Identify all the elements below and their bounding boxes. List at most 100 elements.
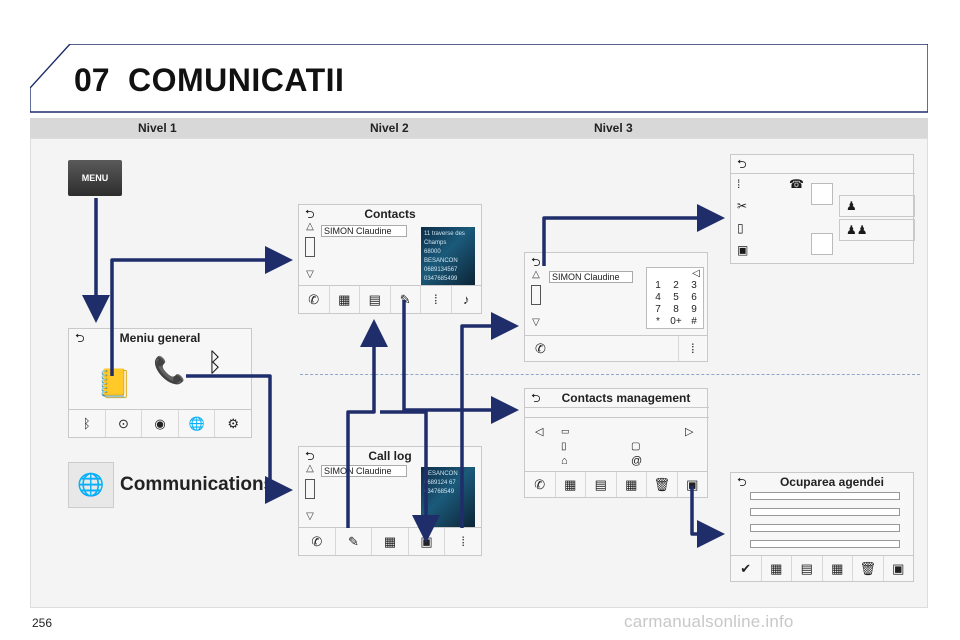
back-icon[interactable]: ⮌ [305, 449, 315, 463]
level-1-label: Nivel 1 [138, 121, 177, 135]
call-icon[interactable]: ✆ [525, 336, 679, 361]
call-log-panel: ⮌ Call log SIMON Claudine △ ▽ BESANCON 0… [298, 446, 482, 556]
email-at-icon: @ [631, 455, 643, 467]
conference-call-icon[interactable]: ♟ [839, 195, 915, 217]
call-icon[interactable]: ✆ [299, 528, 336, 555]
group-call-icon[interactable]: ♟♟ [839, 219, 915, 241]
keypad-icon[interactable]: ⁞ [690, 341, 695, 356]
keypad-icon[interactable]: ⁞ [421, 286, 452, 313]
arrow-main-to-contacts [110, 246, 293, 376]
bluetooth-phone-icon[interactable]: ᛒ [69, 410, 106, 437]
key-0-plus[interactable]: 0+ [670, 316, 682, 327]
media-icon[interactable]: ◉ [142, 410, 179, 437]
scroll-up-icon[interactable]: △ [306, 463, 314, 474]
back-icon[interactable]: ⮌ [737, 157, 747, 171]
contacts-book-icon[interactable]: 📒 [97, 368, 132, 399]
confirm-check-icon[interactable]: ✔ [731, 556, 762, 581]
mobile-phone-icon: ▯ [561, 441, 567, 452]
internet-icon[interactable]: 🌐 [179, 410, 216, 437]
back-icon[interactable]: ⮌ [305, 207, 315, 221]
key-3[interactable]: 3 [691, 280, 697, 291]
next-icon[interactable]: ▷ [685, 426, 694, 438]
call-icon[interactable]: ✆ [299, 286, 330, 313]
agenda-line [750, 540, 900, 548]
keypad-icon[interactable]: ⁞ [737, 177, 741, 191]
key-star[interactable]: * [656, 316, 660, 327]
scroll-down-icon[interactable]: ▽ [306, 511, 314, 522]
arrow-contacts-to-call-log [380, 410, 440, 543]
call-history-icon[interactable]: ✎ [391, 286, 421, 313]
scrollbar[interactable] [531, 285, 541, 305]
contact-name-field[interactable]: SIMON Claudine [321, 465, 407, 477]
contact-add-icon[interactable]: ▦ [617, 472, 647, 497]
agenda-line [750, 492, 900, 500]
key-1[interactable]: 1 [655, 280, 661, 291]
contact-card-icon[interactable]: ▦ [762, 556, 792, 581]
delete-icon[interactable]: 🗑 [853, 556, 884, 581]
settings-icon[interactable]: ⚙ [227, 415, 239, 431]
scroll-down-icon[interactable]: ▽ [532, 317, 540, 328]
main-menu-title: Meniu general [119, 331, 201, 345]
back-icon[interactable]: ⮌ [737, 475, 747, 489]
scroll-up-icon[interactable]: △ [532, 269, 540, 280]
option-slot[interactable] [811, 233, 833, 255]
call-history-icon[interactable]: ✎ [336, 528, 373, 555]
menu-button[interactable]: MENU [68, 160, 122, 196]
contact-card-icon[interactable]: ▦ [330, 286, 360, 313]
contact-card-icon[interactable]: ▦ [556, 472, 586, 497]
chapter-header-frame [30, 44, 928, 113]
key-2[interactable]: 2 [673, 280, 679, 291]
delete-icon[interactable]: 🗑 [647, 472, 678, 497]
contact-edit-icon[interactable]: ▤ [792, 556, 823, 581]
scroll-up-icon[interactable]: △ [306, 221, 314, 232]
dial-keypad: ◁ 1 2 3 4 5 6 7 8 9 * 0+ # [646, 267, 704, 329]
contact-photo-card: 11 traverse des Champs 68000 BESANCON 06… [421, 227, 475, 285]
back-icon[interactable]: ⮌ [75, 331, 85, 345]
contact-add-icon[interactable]: ▦ [823, 556, 853, 581]
contacts-book-icon[interactable]: ▣ [892, 560, 905, 576]
back-icon[interactable]: ⮌ [531, 255, 541, 269]
contacts-title: Contacts [364, 207, 416, 221]
key-hash[interactable]: # [691, 316, 697, 327]
phone-calls-icon[interactable]: 📞 [153, 355, 186, 385]
arrow-contacts-to-management [402, 300, 519, 424]
briefcase-icon: ▢ [631, 441, 641, 452]
keypad-icon[interactable]: ⁞ [461, 534, 465, 549]
key-9[interactable]: 9 [691, 304, 697, 315]
navigation-icon[interactable]: ⊙ [106, 410, 143, 437]
key-6[interactable]: 6 [691, 292, 697, 303]
transfer-phone-icon[interactable]: ▯ [737, 221, 744, 235]
contact-edit-icon[interactable]: ▤ [360, 286, 391, 313]
watermark: carmanualsonline.info [624, 612, 794, 631]
bluetooth-icon[interactable]: ᛒ [207, 347, 223, 377]
communications-globe-icon[interactable]: 🌐 [68, 462, 114, 508]
scrollbar[interactable] [305, 237, 315, 257]
separator-line [300, 374, 920, 375]
contacts-icon-bar: ✆ ▦ ▤ ✎ ⁞ ♪ [299, 285, 481, 313]
voicemail-icon[interactable]: ♪ [463, 292, 470, 307]
contact-name-field[interactable]: SIMON Claudine [321, 225, 407, 237]
contacts-book-icon[interactable]: ▣ [737, 243, 749, 257]
call-icon[interactable]: ✆ [525, 472, 556, 497]
hang-up-icon[interactable]: ☎ [789, 177, 804, 191]
key-7[interactable]: 7 [655, 304, 661, 315]
contact-edit-icon[interactable]: ▤ [586, 472, 617, 497]
level-header-bar [30, 118, 928, 138]
backspace-icon[interactable]: ◁ [692, 268, 700, 279]
key-5[interactable]: 5 [673, 292, 679, 303]
level-2-label: Nivel 2 [370, 121, 409, 135]
communications-label: Communications [120, 474, 275, 495]
contact-card-icon[interactable]: ▦ [372, 528, 409, 555]
chapter-number: 07 [74, 62, 110, 98]
scroll-down-icon[interactable]: ▽ [306, 269, 314, 280]
back-icon[interactable]: ⮌ [531, 391, 541, 405]
scrollbar[interactable] [305, 479, 315, 499]
option-slot[interactable] [811, 183, 833, 205]
key-8[interactable]: 8 [673, 304, 679, 315]
previous-icon[interactable]: ◁ [535, 426, 544, 438]
contacts-book-icon[interactable]: ▣ [686, 476, 699, 492]
mute-microphone-icon[interactable]: ✂ [737, 199, 748, 213]
key-4[interactable]: 4 [655, 292, 661, 303]
contact-name-field[interactable]: SIMON Claudine [549, 271, 633, 283]
